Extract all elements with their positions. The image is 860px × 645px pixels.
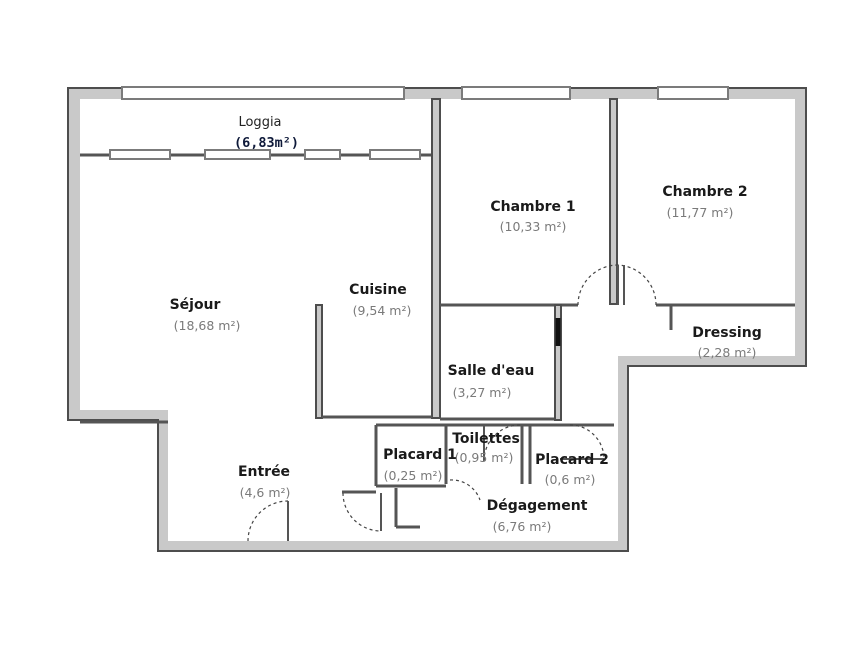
room-area-loggia: (6,83m²) <box>234 135 299 151</box>
room-area-dressing: (2,28 m²) <box>698 345 757 360</box>
room-area-cuisine: (9,54 m²) <box>353 303 412 318</box>
door-swing <box>342 492 382 532</box>
room-name-loggia: Loggia <box>238 115 281 130</box>
room-area-toilettes: (0,95 m²) <box>455 450 514 465</box>
window <box>657 86 729 100</box>
window <box>109 149 171 160</box>
room-name-toilettes: Toilettes <box>452 431 520 447</box>
room-area-placard-2: (0,6 m²) <box>545 472 596 487</box>
door-swing <box>569 424 605 460</box>
wall <box>554 304 562 421</box>
room-name-cuisine: Cuisine <box>349 282 407 298</box>
room-area-salle-d-eau: (3,27 m²) <box>453 385 512 400</box>
window <box>304 149 341 160</box>
room-name-placard-2: Placard 2 <box>535 452 609 468</box>
room-name-salle-d-eau: Salle d'eau <box>448 363 535 379</box>
door-swing <box>247 500 289 542</box>
wall <box>609 98 618 305</box>
wall <box>431 98 441 419</box>
room-area-degagement: (6,76 m²) <box>493 519 552 534</box>
wall <box>315 304 323 419</box>
window <box>369 149 421 160</box>
room-area-placard-1: (0,25 m²) <box>384 468 443 483</box>
room-name-sejour: Séjour <box>170 297 221 313</box>
room-area-sejour: (18,68 m²) <box>174 318 241 333</box>
window <box>204 149 271 160</box>
room-area-chambre-1: (10,33 m²) <box>500 219 567 234</box>
window <box>121 86 405 100</box>
room-name-entree: Entrée <box>238 464 290 480</box>
door-swing <box>449 479 481 501</box>
room-area-chambre-2: (11,77 m²) <box>667 205 734 220</box>
door-swing <box>577 264 619 306</box>
room-name-chambre-1: Chambre 1 <box>490 199 575 215</box>
room-name-degagement: Dégagement <box>487 498 588 514</box>
room-name-placard-1: Placard 1 <box>383 447 457 463</box>
window <box>461 86 571 100</box>
room-name-dressing: Dressing <box>692 325 761 341</box>
room-name-chambre-2: Chambre 2 <box>662 184 747 200</box>
room-area-entree: (4,6 m²) <box>240 485 291 500</box>
